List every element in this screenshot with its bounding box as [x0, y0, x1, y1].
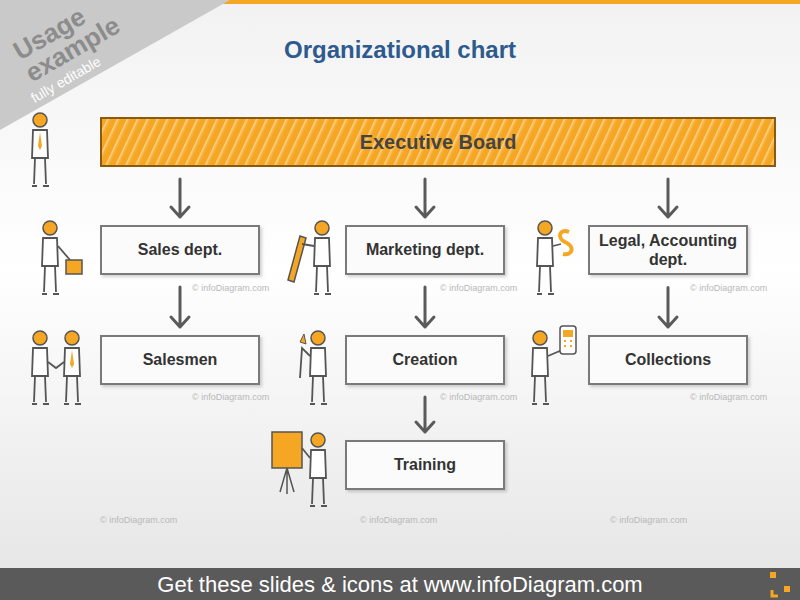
arrow-line	[171, 179, 189, 217]
box-label: Sales dept.	[138, 240, 222, 259]
watermark: © infoDiagram.com	[360, 515, 437, 525]
training-figure	[272, 432, 327, 506]
footer-text: Get these slides & icons at www.infoDiag…	[0, 572, 800, 598]
legal-figure	[537, 221, 572, 294]
executive-band: Executive Board	[100, 117, 776, 167]
box-label: Legal, Accounting dept.	[598, 231, 738, 269]
department-box: Marketing dept.	[345, 225, 505, 275]
arrow-connector	[416, 179, 434, 217]
arrow-connector	[659, 287, 677, 327]
arrow-connector	[416, 287, 434, 327]
box-label: Training	[394, 455, 456, 474]
department-box: Legal, Accounting dept.	[588, 225, 748, 275]
department-box: Creation	[345, 335, 505, 385]
watermark: © infoDiagram.com	[690, 392, 767, 402]
department-box: Collections	[588, 335, 748, 385]
arrow-connector	[659, 179, 677, 217]
arrow-line	[659, 179, 677, 217]
arrow-connector	[171, 179, 189, 217]
arrow-line	[416, 287, 434, 327]
handshake-figures	[32, 331, 81, 404]
arrow-line	[416, 179, 434, 217]
box-label: Creation	[393, 350, 458, 369]
watermark: © infoDiagram.com	[690, 283, 767, 293]
creation-figure	[300, 331, 327, 404]
watermark: © infoDiagram.com	[192, 283, 269, 293]
box-label: Marketing dept.	[366, 240, 484, 259]
arrow-line	[659, 287, 677, 327]
arrow-line	[171, 287, 189, 327]
box-label: Executive Board	[360, 130, 517, 154]
sales-figure	[42, 221, 82, 294]
department-box: Sales dept.	[100, 225, 260, 275]
arrow-connector	[171, 287, 189, 327]
box-label: Collections	[625, 350, 711, 369]
footer-bar	[0, 568, 800, 600]
arrow-line	[416, 397, 434, 432]
watermark: © infoDiagram.com	[610, 515, 687, 525]
department-box: Training	[345, 440, 505, 490]
collections-figure	[532, 326, 576, 404]
executive-figure	[32, 113, 49, 186]
watermark: © infoDiagram.com	[440, 392, 517, 402]
corner-banner	[0, 0, 230, 130]
chart-title: Organizational chart	[0, 36, 800, 64]
department-box: Salesmen	[100, 335, 260, 385]
arrow-connector	[416, 397, 434, 432]
box-label: Salesmen	[143, 350, 218, 369]
watermark: © infoDiagram.com	[440, 283, 517, 293]
watermark: © infoDiagram.com	[100, 515, 177, 525]
watermark: © infoDiagram.com	[192, 392, 269, 402]
footer-logo	[770, 572, 790, 596]
marketing-figure	[288, 221, 331, 294]
